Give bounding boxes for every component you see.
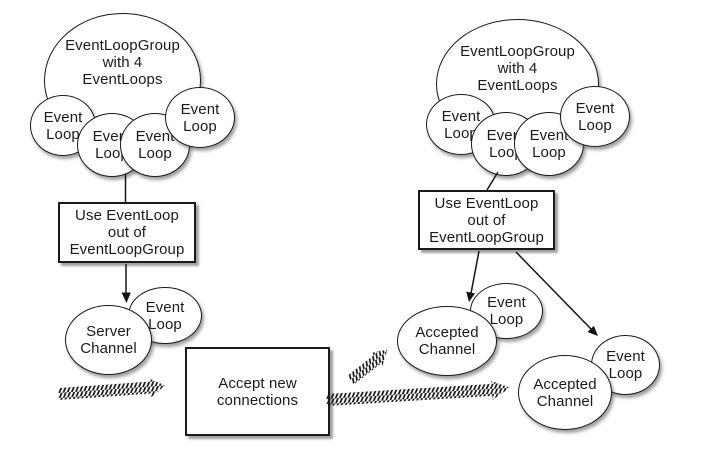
hatched-arrow-long <box>326 380 510 406</box>
right-event-loop-3-label: Event Loop <box>529 127 569 161</box>
accepted-event-loop-2: Event Loop <box>591 335 660 395</box>
accepted-event-loop-1-label: Event Loop <box>487 294 526 328</box>
accept-new-connections-box: Accept new connections <box>185 347 330 436</box>
right-box-to-channel1-line <box>469 250 480 297</box>
accept-new-connections-label: Accept new connections <box>216 374 299 409</box>
left-event-loop-1-label: Event Loop <box>43 108 83 143</box>
left-event-loop-3-label: Event Loop <box>135 128 175 162</box>
accepted-channel-1: Accepted Channel <box>397 306 497 376</box>
right-event-loop-3: Event Loop <box>514 112 584 176</box>
right-box-to-eventloop2-arrowhead <box>587 325 598 336</box>
server-channel-label: Server Channel <box>80 323 137 357</box>
hatched-arrow-left <box>58 378 166 400</box>
right-event-loop-4-label: Event Loop <box>575 99 615 134</box>
left-event-loop-4-label: Event Loop <box>180 100 220 135</box>
left-event-loop-group-label: EventLoopGroup with 4 EventLoops <box>65 37 180 88</box>
right-use-event-loop-box: Use EventLoop out of EventLoopGroup <box>418 190 555 250</box>
hatched-arrow-diagonal <box>347 349 388 385</box>
right-event-loop-1-label: Event Loop <box>441 107 481 142</box>
left-box-to-channel-arrowhead <box>121 292 131 303</box>
server-event-loop-label: Event Loop <box>145 298 185 333</box>
server-channel: Server Channel <box>65 305 152 375</box>
accepted-channel-2: Accepted Channel <box>518 355 612 430</box>
accepted-channel-2-label: Accepted Channel <box>533 375 597 410</box>
right-use-event-loop-label: Use EventLoop out of EventLoopGroup <box>429 194 544 246</box>
accepted-event-loop-2-label: Event Loop <box>606 348 645 382</box>
left-use-event-loop-label: Use EventLoop out of EventLoopGroup <box>69 207 185 258</box>
accepted-channel-1-label: Accepted Channel <box>415 324 479 358</box>
left-use-event-loop-box: Use EventLoop out of EventLoopGroup <box>58 202 196 263</box>
right-event-loop-4: Event Loop <box>560 86 630 147</box>
left-event-loop-4: Event Loop <box>165 87 235 148</box>
right-event-loop-group-label: EventLoopGroup with 4 EventLoops <box>460 43 575 94</box>
